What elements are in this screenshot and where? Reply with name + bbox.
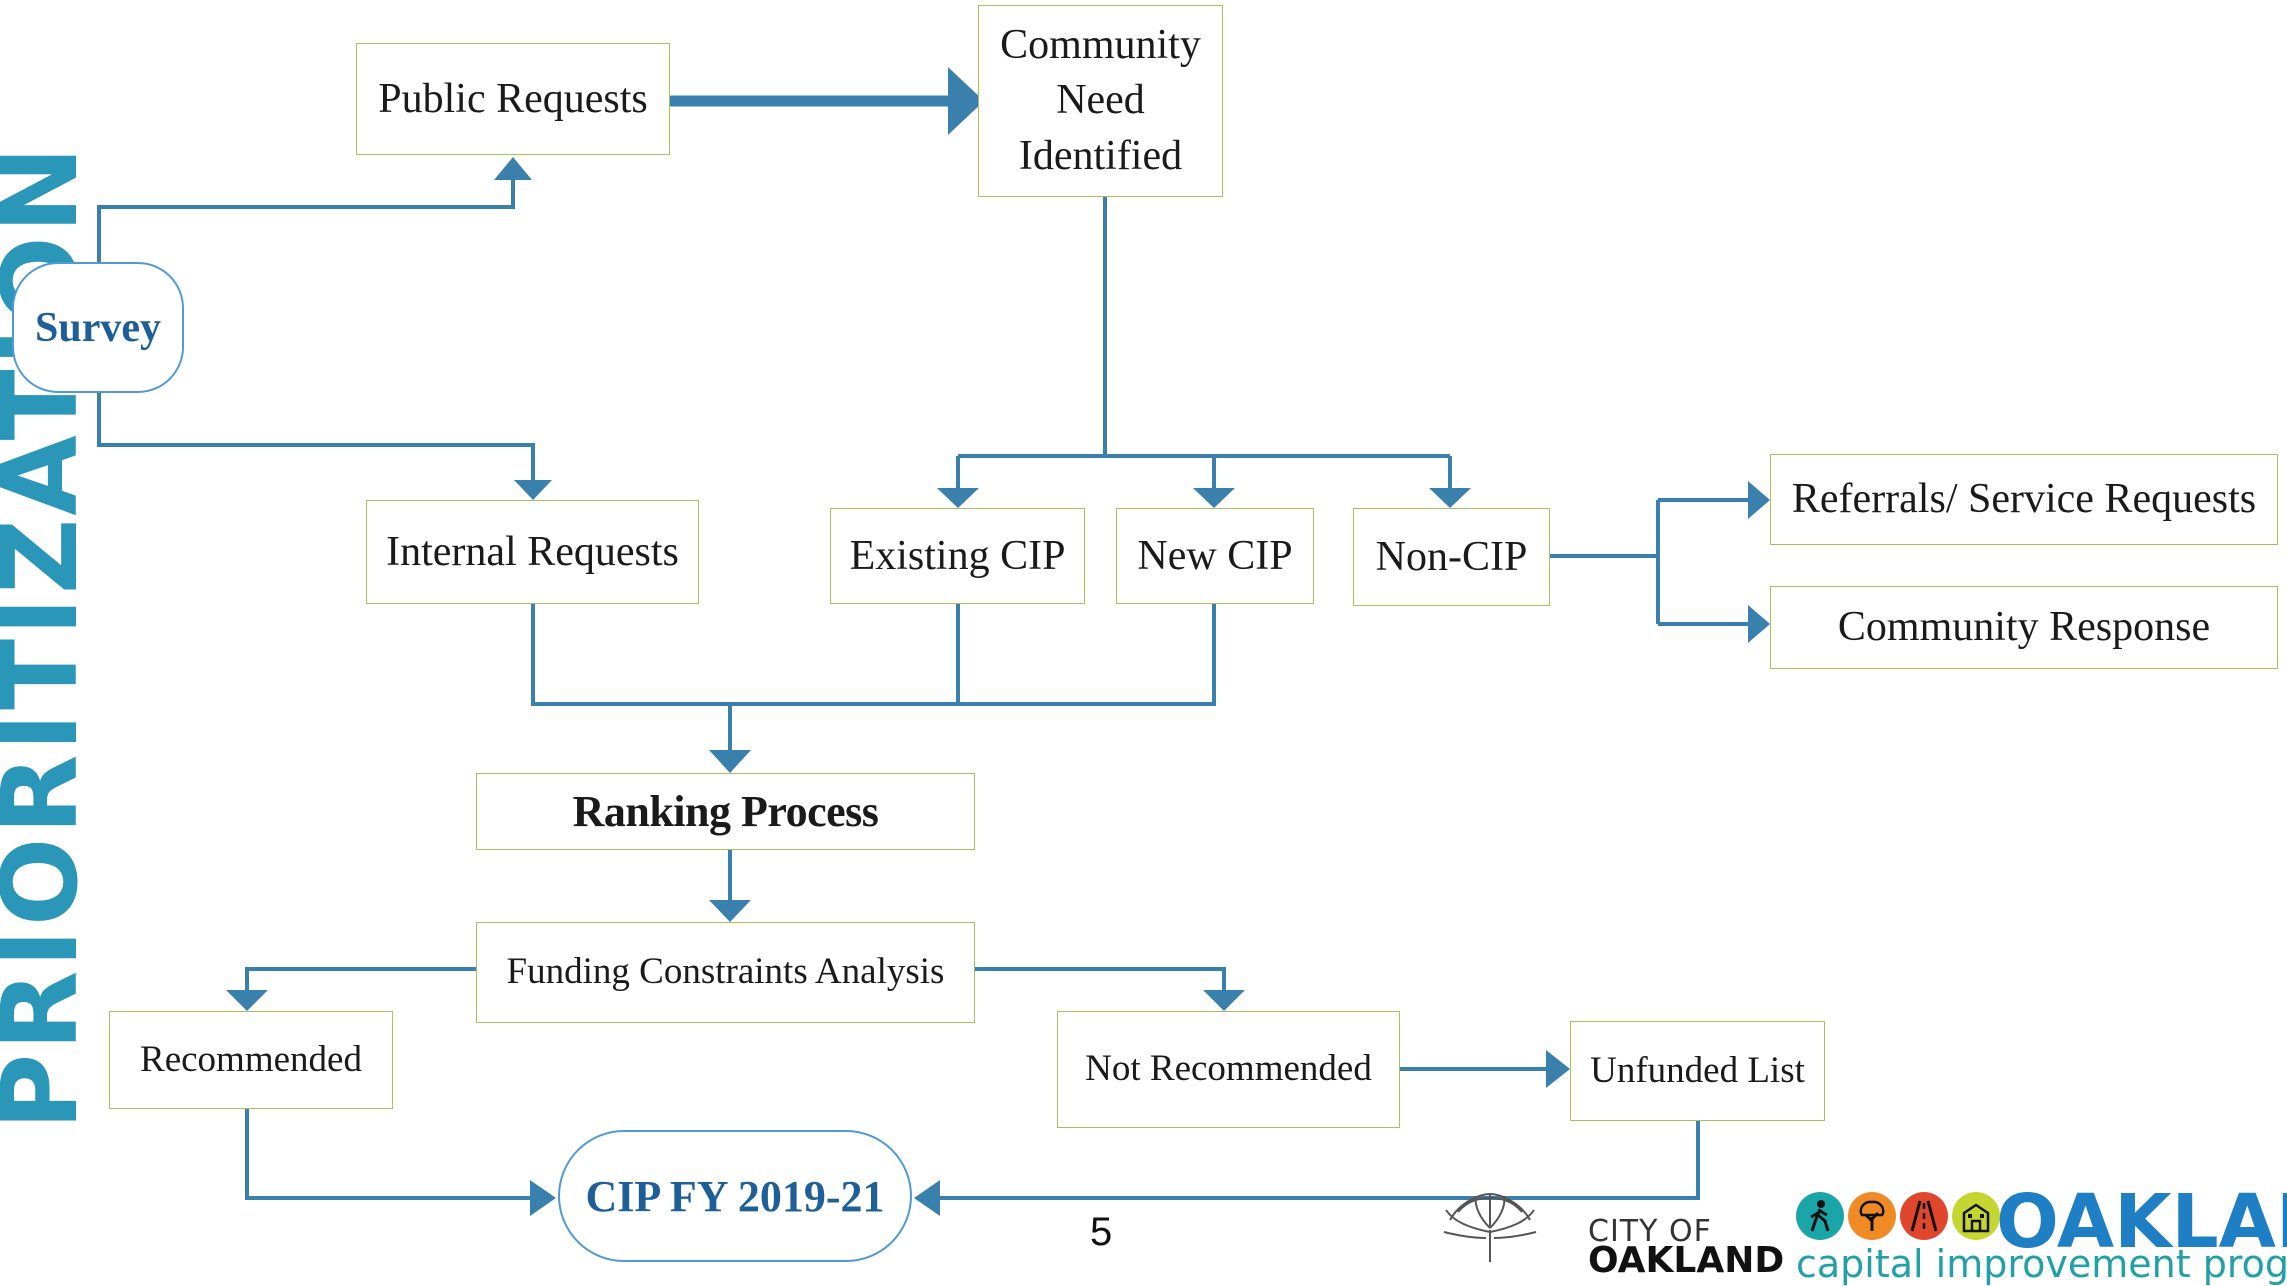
community-need-node: Community Need Identified [978,5,1223,197]
not-recommended-label: Not Recommended [1085,1048,1372,1090]
unfunded-list-label: Unfunded List [1590,1049,1805,1091]
non-cip-node: Non-CIP [1353,508,1550,606]
public-requests-node: Public Requests [356,43,670,155]
existing-cip-label: Existing CIP [849,532,1066,579]
unfunded-list-node: Unfunded List [1570,1021,1825,1121]
recommended-label: Recommended [140,1038,362,1080]
oakland-wordmark-large: OAKLAN [1996,1179,2287,1265]
survey-label: Survey [35,304,161,351]
new-cip-node: New CIP [1116,508,1314,604]
page-number: 5 [1090,1210,1113,1254]
funding-constraints-label: Funding Constraints Analysis [506,951,945,993]
internal-requests-label: Internal Requests [386,528,679,575]
prioritization-side-title: PRIORITIZATION [0,143,101,1130]
non-cip-label: Non-CIP [1375,533,1528,580]
community-need-label-line2: Need [1056,77,1145,124]
ranking-process-node: Ranking Process [476,773,975,850]
community-need-label-line1: Community [1000,21,1201,68]
not-recommended-node: Not Recommended [1057,1011,1400,1128]
ranking-process-label: Ranking Process [572,786,879,836]
community-response-label: Community Response [1837,604,2211,651]
building-icon [1952,1192,2000,1240]
city-of-text: CITY OF [1588,1214,1712,1249]
cip-fy-node: CIP FY 2019-21 [558,1130,912,1262]
walking-person-icon [1796,1192,1844,1240]
oak-tree-seal-icon [1443,1192,1537,1262]
public-requests-label: Public Requests [378,75,648,122]
community-need-label-line3: Identified [1018,132,1183,179]
referrals-label: Referrals/ Service Requests [1791,476,2257,523]
recommended-node: Recommended [109,1011,393,1109]
community-response-node: Community Response [1770,586,2278,669]
existing-cip-node: Existing CIP [830,508,1085,604]
cip-fy-label: CIP FY 2019-21 [585,1171,885,1221]
funding-constraints-node: Funding Constraints Analysis [476,922,975,1023]
tree-icon [1848,1192,1896,1240]
cip-tagline: capital improvement progr [1796,1242,2287,1286]
internal-requests-node: Internal Requests [366,500,699,604]
survey-node: Survey [12,262,184,393]
road-icon [1900,1192,1948,1240]
new-cip-label: New CIP [1137,532,1293,579]
referrals-node: Referrals/ Service Requests [1770,454,2278,545]
oakland-wordmark-small: OAKLAND [1588,1240,1785,1281]
